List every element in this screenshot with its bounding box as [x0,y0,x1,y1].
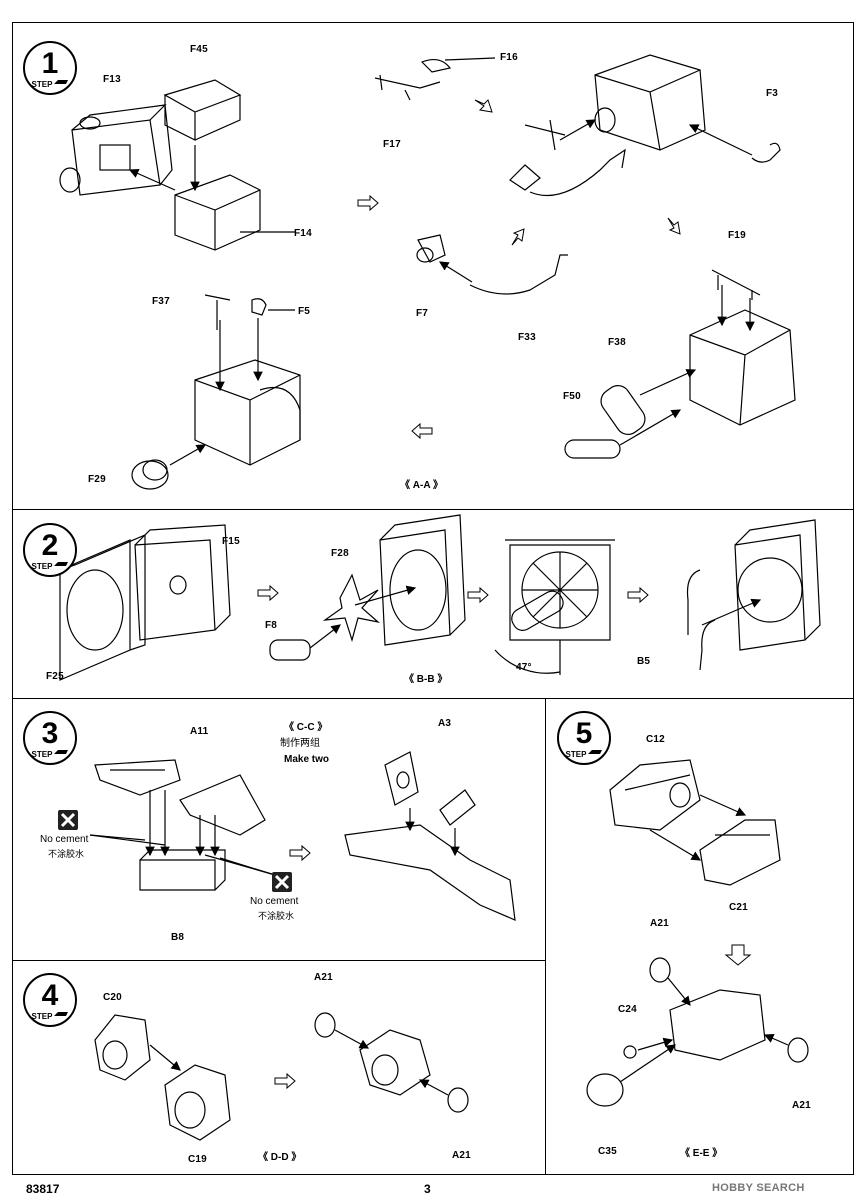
no-cement-note-cn: 不涂胶水 [48,849,85,859]
part-label: A21 [314,972,333,983]
angle-label: 47° [516,662,532,673]
part-label: A21 [452,1150,471,1161]
part-label: C21 [729,902,748,913]
step-3-caption: 《 C-C 》 [284,722,328,733]
part-label: F37 [152,296,170,307]
part-label: F28 [331,548,349,559]
step-1-word: STEP [32,80,54,89]
step-3-subtitle-cn: 制作两组 [280,738,320,749]
part-label: F15 [222,536,240,547]
page-number: 3 [424,1182,431,1196]
part-label: C20 [103,992,122,1003]
part-label: F3 [766,88,779,99]
step-1-badge: 1 STEP [23,41,77,95]
part-label: F19 [728,230,746,241]
part-label: F38 [608,337,626,348]
step-1-panel [12,22,854,510]
watermark: HOBBY SEARCH [712,1182,805,1194]
part-label: F17 [383,139,401,150]
part-label: F50 [563,391,581,402]
step-3-subtitle-en: Make two [284,754,330,765]
step-3-badge: 3 STEP [23,711,77,765]
tank-icon [54,80,68,84]
step-1-caption: 《 A-A 》 [400,480,443,491]
step-1-number: 1 [42,47,59,80]
part-label: F5 [298,306,311,317]
part-label: A11 [190,726,209,737]
part-label: C24 [618,1004,637,1015]
step-4-panel [12,960,546,1175]
part-label: A21 [792,1100,811,1111]
no-cement-note-en: No cement [250,896,299,907]
svg-text:STEP: STEP [566,750,588,759]
no-cement-icon [272,872,292,892]
part-label: F29 [88,474,106,485]
step-5-panel [545,698,854,1175]
svg-text:3: 3 [42,717,59,750]
product-code: 83817 [26,1182,60,1196]
no-cement-note-en: No cement [40,834,89,845]
no-cement-icon [58,810,78,830]
part-label: A3 [438,718,452,729]
svg-text:STEP: STEP [32,1012,54,1021]
tank-icon [54,1012,68,1016]
tank-icon [54,562,68,566]
step-4-caption: 《 D-D 》 [258,1152,302,1163]
part-label: C12 [646,734,665,745]
svg-text:2: 2 [42,529,59,562]
step-4-badge: 4 STEP [23,973,77,1027]
part-label: F16 [500,52,518,63]
part-label: B8 [171,932,185,943]
step-5-caption: 《 E-E 》 [680,1148,723,1159]
part-label: F7 [416,308,429,319]
svg-text:4: 4 [42,979,59,1012]
part-label: C35 [598,1146,617,1157]
tank-icon [54,750,68,754]
part-label: F33 [518,332,536,343]
svg-text:STEP: STEP [32,750,54,759]
no-cement-note-cn: 不涂胶水 [258,911,295,921]
svg-text:STEP: STEP [32,562,54,571]
part-label: F8 [265,620,278,631]
part-label: F13 [103,74,121,85]
part-label: F25 [46,671,64,682]
part-label: F45 [190,44,208,55]
step-2-caption: 《 B-B 》 [404,674,448,685]
part-label: A21 [650,918,669,929]
step-2-badge: 2 STEP [23,523,77,577]
svg-text:5: 5 [576,717,593,750]
part-label: B5 [637,656,651,667]
tank-icon [588,750,602,754]
step-5-badge: 5 STEP [557,711,611,765]
part-label: F14 [294,228,312,239]
part-label: C19 [188,1154,207,1165]
